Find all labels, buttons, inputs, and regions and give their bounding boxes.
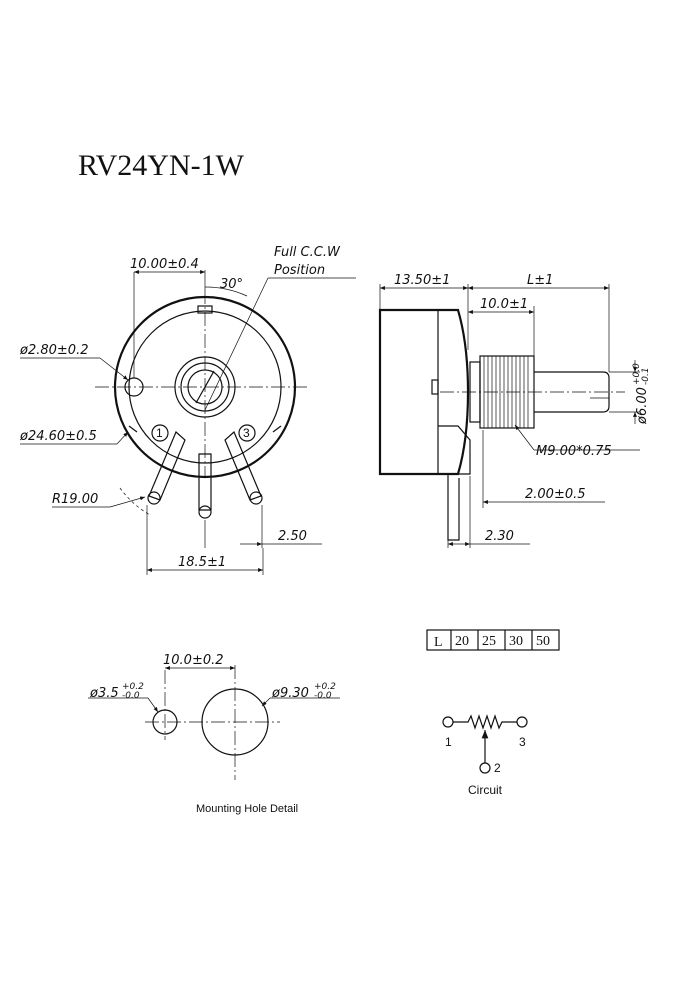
dim-hole-label: ø2.80±0.2 bbox=[19, 343, 88, 358]
table-header: L bbox=[434, 635, 443, 650]
pin-1-node bbox=[442, 716, 454, 728]
radius-arc bbox=[119, 487, 151, 516]
terminal-3 bbox=[224, 430, 262, 501]
side-terminal bbox=[447, 474, 460, 541]
terminal-1-marker bbox=[151, 424, 169, 442]
small-hole bbox=[152, 709, 178, 735]
terminal-1-hole bbox=[147, 491, 161, 505]
dim-radius-label: R19.00 bbox=[52, 492, 98, 507]
length-table: L 20 25 30 50 bbox=[426, 629, 560, 651]
dim-large-tol-bottom: -0.0 bbox=[314, 691, 332, 701]
circuit-pin-2-label: 2 bbox=[494, 761, 501, 775]
ccw-label-line2: Position bbox=[274, 263, 325, 278]
dim-small-label: ø3.5 bbox=[89, 686, 119, 701]
top-notch bbox=[197, 305, 213, 314]
pin-3-node bbox=[516, 716, 528, 728]
shaft bbox=[534, 371, 610, 413]
dim-width-label: 18.5±1 bbox=[178, 555, 226, 570]
body-inner-circle bbox=[128, 310, 282, 464]
left-tab bbox=[128, 425, 138, 433]
ccw-label-line1: Full C.C.W bbox=[274, 245, 341, 260]
shaft-flat bbox=[195, 370, 215, 404]
terminal-2-hole bbox=[198, 505, 212, 519]
large-hole bbox=[201, 688, 269, 756]
terminal-1-label: 1 bbox=[156, 426, 163, 440]
dim-large-label: ø9.30 bbox=[271, 686, 309, 701]
bushing-outer bbox=[174, 356, 236, 418]
body-outer-circle bbox=[113, 295, 297, 479]
side-view: 13.50±1 L±1 10.0±1 ø6.00 +0.0 -0.1 M9.00… bbox=[378, 273, 651, 548]
dim-spacing-label: 10.0±0.2 bbox=[163, 653, 224, 668]
dim-thread-label: M9.00*0.75 bbox=[536, 444, 612, 459]
dim-bushing-label: 10.0±1 bbox=[480, 297, 528, 312]
pin-2-node bbox=[479, 762, 491, 774]
terminal-3-label: 3 bbox=[243, 426, 250, 440]
bushing-inner bbox=[180, 362, 230, 412]
dim-small-tol-top: +0.2 bbox=[122, 682, 144, 692]
circuit-pin-3-label: 3 bbox=[519, 735, 526, 749]
bracket bbox=[438, 425, 471, 475]
dim-shaft-tol-bottom: -0.1 bbox=[641, 367, 651, 385]
dim-terminal-offset-label: 2.00±0.5 bbox=[525, 487, 586, 502]
thread-leader bbox=[514, 424, 535, 451]
mounting-hole-detail: 10.0±0.2 ø3.5 +0.2 -0.0 ø9.30 +0.2 -0.0 … bbox=[88, 653, 340, 815]
front-view: 1 3 10.00±0.4 30° Full C.C.W Position ø2… bbox=[19, 245, 356, 575]
body-dim-leader bbox=[116, 431, 129, 445]
side-lug bbox=[431, 379, 439, 395]
terminals bbox=[147, 430, 263, 519]
angle-arc bbox=[204, 286, 248, 297]
table-cell: 25 bbox=[482, 634, 496, 649]
dim-shaft-dia-label: ø6.00 bbox=[635, 387, 650, 425]
resistor-zigzag bbox=[453, 714, 517, 730]
dim-shaft-length-label: L±1 bbox=[527, 273, 553, 288]
table-border bbox=[426, 629, 560, 651]
dim-body-depth-label: 13.50±1 bbox=[394, 273, 450, 288]
table-cell: 30 bbox=[509, 634, 523, 649]
dim-shaft-tol-top: +0.0 bbox=[632, 363, 642, 385]
terminal-1 bbox=[148, 430, 186, 501]
dim-pin-center-label: 10.00±0.4 bbox=[130, 257, 199, 272]
radius-dim-leader bbox=[109, 496, 146, 508]
terminal-3-marker bbox=[238, 424, 256, 442]
right-tab bbox=[272, 425, 282, 433]
shaft-end bbox=[187, 369, 223, 405]
part-title: RV24YN-1W bbox=[78, 149, 245, 182]
large-dim-leader bbox=[261, 697, 271, 707]
mounting-caption: Mounting Hole Detail bbox=[196, 803, 298, 815]
dim-small-tol-bottom: -0.0 bbox=[122, 691, 140, 701]
table-cell: 50 bbox=[536, 634, 550, 649]
dim-body-label: ø24.60±0.5 bbox=[19, 429, 97, 444]
circuit-pin-1-label: 1 bbox=[445, 735, 452, 749]
hole-dim-leader bbox=[99, 357, 129, 381]
dim-pitch-label: 2.50 bbox=[278, 529, 307, 544]
side-body bbox=[378, 308, 470, 476]
dim-terminal-thk-label: 2.30 bbox=[485, 529, 514, 544]
small-dim-leader bbox=[147, 697, 159, 713]
table-cell: 20 bbox=[455, 634, 469, 649]
terminal-3-hole bbox=[249, 491, 263, 505]
dim-large-tol-top: +0.2 bbox=[314, 682, 336, 692]
ccw-leader bbox=[204, 277, 269, 411]
circuit-diagram: 1 3 2 Circuit bbox=[442, 714, 528, 797]
circuit-caption: Circuit bbox=[468, 783, 503, 797]
angle-label: 30° bbox=[220, 277, 243, 292]
